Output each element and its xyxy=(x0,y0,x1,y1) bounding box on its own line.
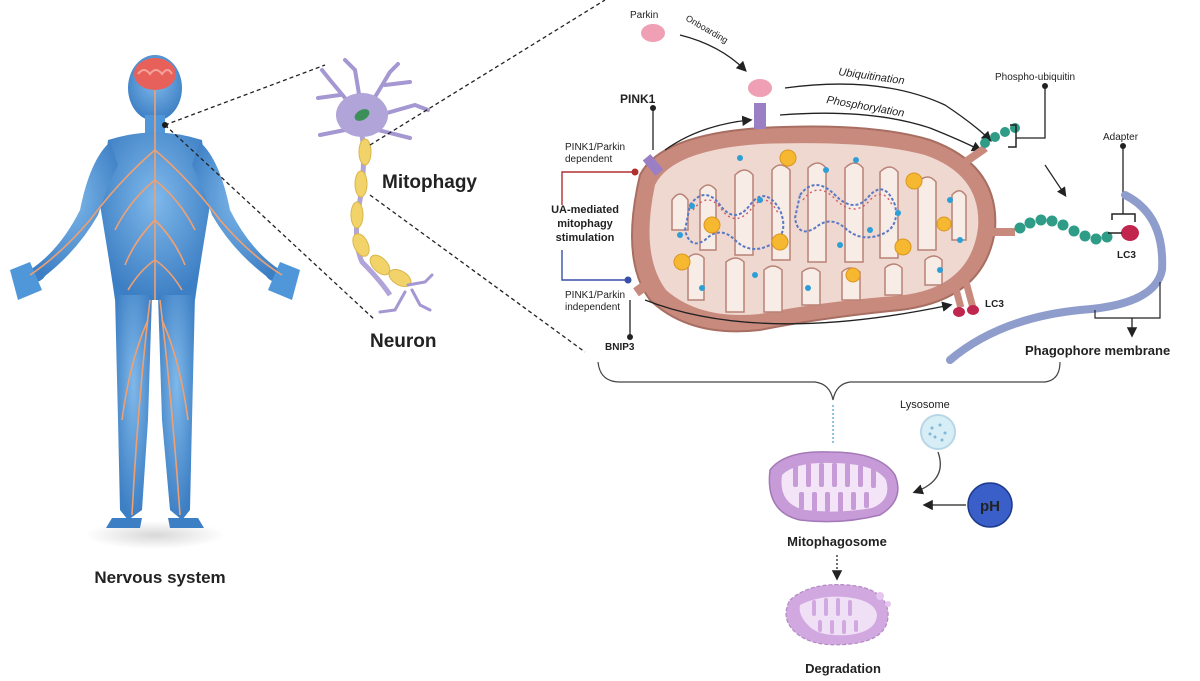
pink1-parkin-dependent-label-2: dependent xyxy=(565,154,612,165)
phospho-ubiquitin-label: Phospho-ubiquitin xyxy=(995,72,1075,83)
ua-mediated-label-1: UA-mediated xyxy=(551,204,619,216)
mitophagosome xyxy=(768,451,899,523)
ubiquitin-chain-long xyxy=(1014,214,1113,245)
convergence-bracket xyxy=(597,361,1061,401)
degraded-mitochondrion xyxy=(785,583,891,646)
degradation-label: Degradation xyxy=(805,661,881,676)
pink1-parkin-independent-label-2: independent xyxy=(565,302,620,313)
pink1-parkin-complex xyxy=(754,103,766,129)
ph-label: pH xyxy=(980,498,1000,515)
parkin-label: Parkin xyxy=(630,10,658,21)
right-leg xyxy=(158,295,195,520)
granules xyxy=(673,149,952,283)
phagophore-membrane-label: Phagophore membrane xyxy=(1025,343,1170,358)
nerve-network xyxy=(29,90,283,516)
ua-mediated-label-3: stimulation xyxy=(556,232,615,244)
left-leg xyxy=(115,295,152,520)
lysosome-label: Lysosome xyxy=(900,399,950,411)
matrix-dots xyxy=(677,155,963,291)
pink1-label: PINK1 xyxy=(620,92,656,106)
right-arm xyxy=(192,142,290,283)
zoom-lines-body-neuron xyxy=(164,64,376,321)
lc3-top-protein xyxy=(1121,225,1139,241)
mitophagosome-label: Mitophagosome xyxy=(787,534,887,549)
mitochondrion xyxy=(631,125,997,333)
lysosome xyxy=(920,414,956,450)
phagophore-membrane xyxy=(946,191,1167,364)
pink1-protein xyxy=(642,154,664,176)
pink1-parkin-independent-label-1: PINK1/Parkin xyxy=(565,290,625,301)
lc3-top-label: LC3 xyxy=(1117,250,1136,261)
mtdna xyxy=(683,184,897,250)
zoom-lines-neuron-mito xyxy=(369,0,606,353)
parkin-protein xyxy=(641,24,665,42)
neuron-figure xyxy=(316,58,434,314)
brain xyxy=(134,58,176,90)
ph-indicator xyxy=(967,482,1013,528)
ua-mediated-label-2: mitophagy xyxy=(557,218,613,230)
nervous-system-label: Nervous system xyxy=(94,568,225,587)
ubiquitin-chain-short xyxy=(980,123,1020,148)
onboarding-label: Onboarding xyxy=(684,13,730,45)
pink1-parkin-dependent-label-1: PINK1/Parkin xyxy=(565,142,625,153)
neuron-label: Neuron xyxy=(370,331,437,352)
left-arm xyxy=(22,142,118,283)
myelin-sheaths xyxy=(350,138,412,288)
neuron-nucleus xyxy=(354,109,370,121)
parkin-bound xyxy=(748,79,772,97)
bnip3-label: BNIP3 xyxy=(605,342,635,353)
lc3-bottom-label: LC3 xyxy=(985,299,1004,310)
floor-shadow xyxy=(85,521,225,549)
mitophagy-label: Mitophagy xyxy=(382,172,477,193)
adapter-label: Adapter xyxy=(1103,132,1139,143)
human-body-figure xyxy=(10,55,300,549)
phosphorylation-label: Phosphorylation xyxy=(825,94,905,120)
